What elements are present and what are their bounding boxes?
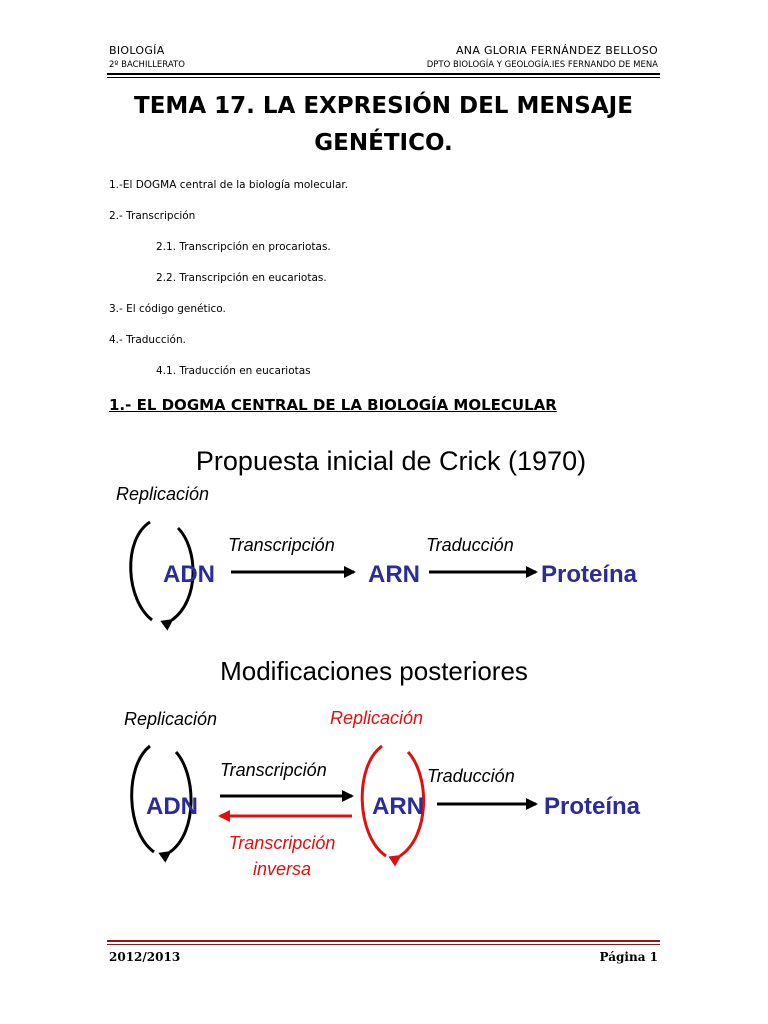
replication-label: Replicación [124, 709, 217, 729]
toc-item: 1.-El DOGMA central de la biología molec… [109, 179, 349, 191]
proteina-node: Proteína [541, 561, 638, 588]
subject-label: BIOLOGÍA [109, 44, 165, 57]
department-label: DPTO BIOLOGÍA Y GEOLOGÍA.IES FERNANDO DE… [426, 60, 658, 70]
translation-label: Traducción [427, 766, 515, 786]
page-title-line2: GENÉTICO. [314, 130, 453, 156]
adn-node: ADN [163, 561, 215, 588]
footer-rule-thin [107, 944, 660, 945]
replication-arc-arrow [160, 526, 195, 631]
page-title-line1: TEMA 17. LA EXPRESIÓN DEL MENSAJE [134, 93, 633, 119]
adn-node: ADN [146, 793, 198, 820]
toc-item: 2.1. Transcripción en procariotas. [156, 241, 331, 253]
transcription-label: Transcripción [220, 760, 327, 780]
rna-replication-arc [360, 744, 387, 858]
course-label: 2º BACHILLERATO [109, 60, 185, 70]
rna-replication-arc-arrow [388, 750, 425, 867]
reverse-transcription-label: Transcripción [229, 833, 336, 853]
replication-arc [130, 744, 155, 854]
translation-label: Traducción [426, 535, 514, 555]
school-year: 2012/2013 [109, 950, 181, 964]
header-rule-thin [107, 77, 660, 78]
replication-arc-arrow [158, 750, 193, 863]
author-label: ANA GLORIA FERNÁNDEZ BELLOSO [455, 44, 658, 57]
rna-replication-label: Replicación [330, 708, 423, 728]
toc-item: 4.- Traducción. [109, 334, 186, 346]
page-title: TEMA 17. LA EXPRESIÓN DEL MENSAJE GENÉTI… [107, 88, 660, 162]
toc-item: 2.- Transcripción [109, 210, 196, 222]
header-left: BIOLOGÍA 2º BACHILLERATO [109, 44, 185, 72]
replication-arc [129, 520, 153, 622]
toc-item: 2.2. Transcripción en eucariotas. [156, 272, 327, 284]
modifications-title: Modificaciones posteriores [220, 656, 528, 686]
toc-item: 4.1. Traducción en eucariotas [156, 365, 311, 377]
footer-rule [107, 940, 660, 942]
replication-label: Replicación [116, 484, 209, 504]
transcription-label: Transcripción [228, 535, 335, 555]
header-right: ANA GLORIA FERNÁNDEZ BELLOSO DPTO BIOLOG… [427, 44, 658, 72]
page-number: Página 1 [599, 950, 658, 964]
toc-item: 3.- El código genético. [109, 303, 226, 315]
arn-node: ARN [368, 561, 420, 588]
reverse-transcription-label-line2: inversa [253, 859, 311, 879]
crick-title: Propuesta inicial de Crick (1970) [196, 446, 586, 476]
proteina-node: Proteína [544, 793, 641, 820]
section-heading: 1.- EL DOGMA CENTRAL DE LA BIOLOGÍA MOLE… [109, 396, 557, 414]
header-rule [107, 73, 660, 75]
arn-node: ARN [372, 793, 424, 820]
